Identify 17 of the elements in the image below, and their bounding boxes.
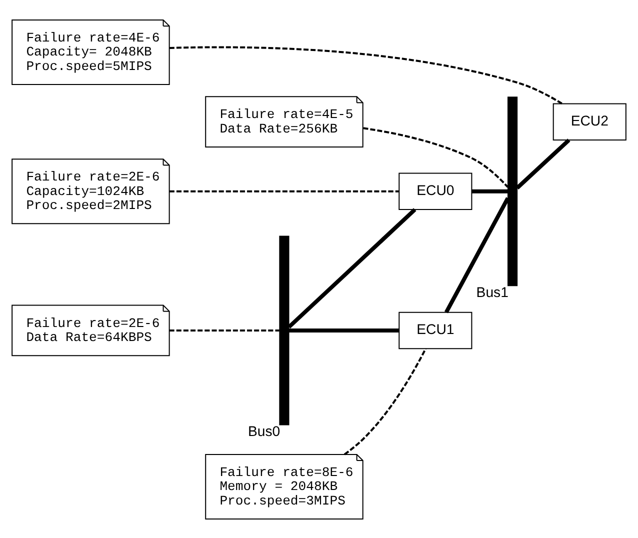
- node-box: ECU1: [398, 311, 472, 349]
- connector: [170, 46, 562, 104]
- node-label: Bus1: [476, 283, 508, 300]
- connector: [516, 138, 570, 189]
- node-label: Bus0: [248, 422, 280, 439]
- connector: [363, 126, 509, 188]
- node-bar: [279, 235, 290, 425]
- connector: [344, 348, 426, 455]
- connector: [169, 328, 280, 331]
- connector: [472, 188, 508, 193]
- node-box: ECU0: [398, 172, 472, 210]
- connector: [288, 328, 399, 332]
- connector: [169, 190, 399, 192]
- connector: [444, 196, 510, 313]
- node-box: ECU2: [552, 102, 626, 140]
- node-bar: [507, 96, 518, 286]
- connector: [288, 208, 416, 328]
